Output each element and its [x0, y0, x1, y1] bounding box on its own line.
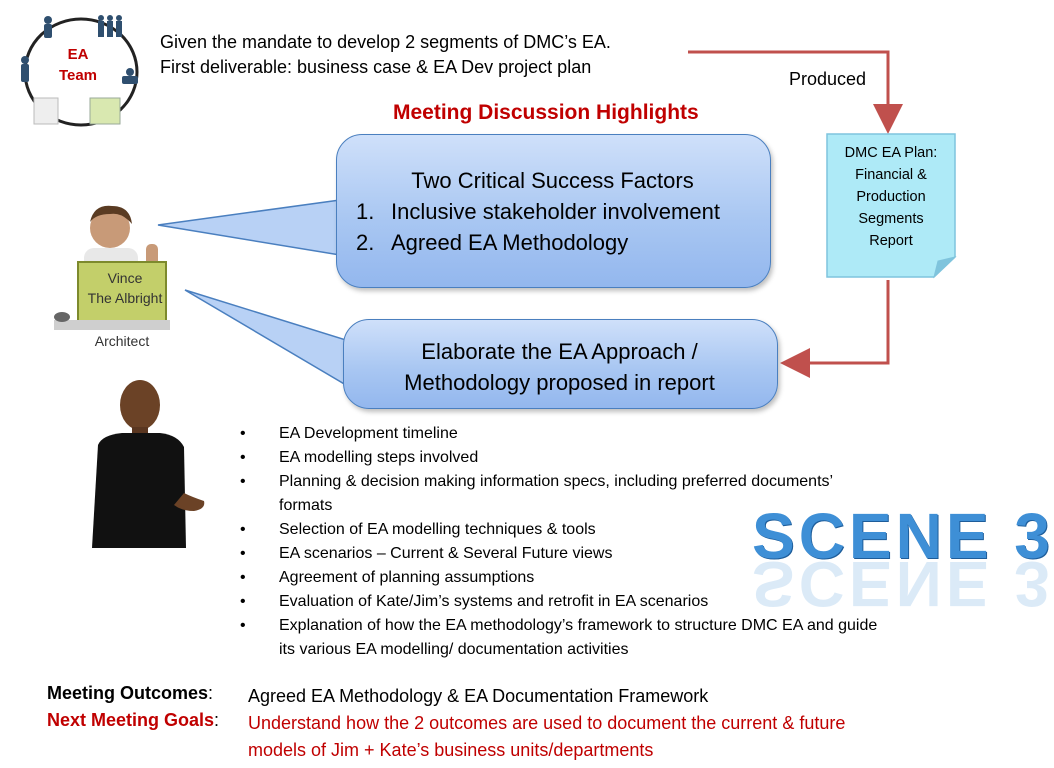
architect-role-label: Architect — [94, 333, 150, 349]
next-goals-line-1: Understand how the 2 outcomes are used t… — [248, 713, 846, 733]
report-return-arrow — [780, 280, 890, 378]
meeting-outcomes-label: Meeting Outcomes: — [47, 683, 213, 704]
intro-line-1: Given the mandate to develop 2 segments … — [160, 32, 611, 52]
success-factor-item: 1. Inclusive stakeholder involvement — [356, 199, 720, 225]
next-goals-colon: : — [214, 710, 220, 730]
doc-line: Segments — [858, 211, 924, 227]
list-item: Evaluation of Kate/Jim’s systems and ret… — [240, 590, 880, 614]
next-meeting-goals-value: Understand how the 2 outcomes are used t… — [248, 710, 845, 764]
speech-bubble-success-factors — [336, 134, 771, 288]
ea-team-logo — [21, 15, 139, 127]
produced-label: Produced — [789, 69, 867, 89]
architect-name-line2: The Albright — [87, 290, 163, 306]
list-item: EA Development timeline — [240, 422, 880, 446]
doc-line: Financial & — [855, 167, 927, 183]
speech-bubble-elaborate-approach — [343, 319, 778, 409]
architect-name-line1: Vince — [107, 270, 143, 286]
next-meeting-goals-label: Next Meeting Goals: — [47, 710, 219, 731]
list-item: Planning & decision making information s… — [240, 470, 880, 518]
bubble-2-tail — [184, 289, 347, 387]
outcomes-colon: : — [208, 683, 214, 703]
meeting-outcomes-value: Agreed EA Methodology & EA Documentation… — [248, 686, 709, 706]
doc-line: Report — [869, 233, 913, 249]
ea-team-label: EA Team — [50, 44, 106, 86]
success-factors-title: Two Critical Success Factors — [411, 168, 694, 193]
architect-name-label: Vince The Albright — [80, 268, 170, 308]
list-item: EA modelling steps involved — [240, 446, 880, 470]
next-goals-line-2: models of Jim + Kate’s business units/de… — [248, 740, 654, 760]
bubble-1-tail — [157, 199, 341, 256]
success-factor-text: Agreed EA Methodology — [391, 230, 629, 255]
list-item: EA scenarios – Current & Several Future … — [240, 542, 880, 566]
list-item: Selection of EA modelling techniques & t… — [240, 518, 880, 542]
success-factor-number: 1. — [356, 199, 375, 224]
intro-line-2: First deliverable: business case & EA De… — [160, 57, 592, 77]
presenter-image — [92, 380, 205, 548]
list-item: Explanation of how the EA methodology’s … — [240, 614, 880, 662]
success-factor-number: 2. — [356, 230, 375, 255]
report-document-shape — [826, 133, 957, 279]
doc-line: DMC EA Plan: — [844, 145, 938, 161]
scene-title: SCENE 3 — [752, 500, 1054, 572]
produced-arrow — [688, 50, 903, 134]
discussion-bullet-list: EA Development timeline EA modelling ste… — [240, 422, 880, 662]
list-item: Agreement of planning assumptions — [240, 566, 880, 590]
architect-image — [54, 205, 170, 330]
success-factor-text: Inclusive stakeholder involvement — [391, 199, 720, 224]
outcomes-label-text: Meeting Outcomes — [47, 683, 209, 703]
team-label-line1: EA — [67, 46, 89, 63]
success-factor-item: 2. Agreed EA Methodology — [356, 230, 628, 256]
next-goals-label-text: Next Meeting Goals — [47, 710, 215, 730]
elaborate-line-1: Elaborate the EA Approach / — [421, 339, 698, 364]
report-document-text: DMC EA Plan: Financial & Production Segm… — [830, 142, 952, 252]
meeting-highlights-title: Meeting Discussion Highlights — [393, 101, 699, 124]
connector-arrows — [688, 50, 903, 378]
elaborate-approach-text: Elaborate the EA Approach / Methodology … — [343, 336, 776, 398]
elaborate-line-2: Methodology proposed in report — [404, 370, 715, 395]
team-label-line2: Team — [58, 67, 98, 84]
doc-line: Production — [856, 189, 926, 205]
